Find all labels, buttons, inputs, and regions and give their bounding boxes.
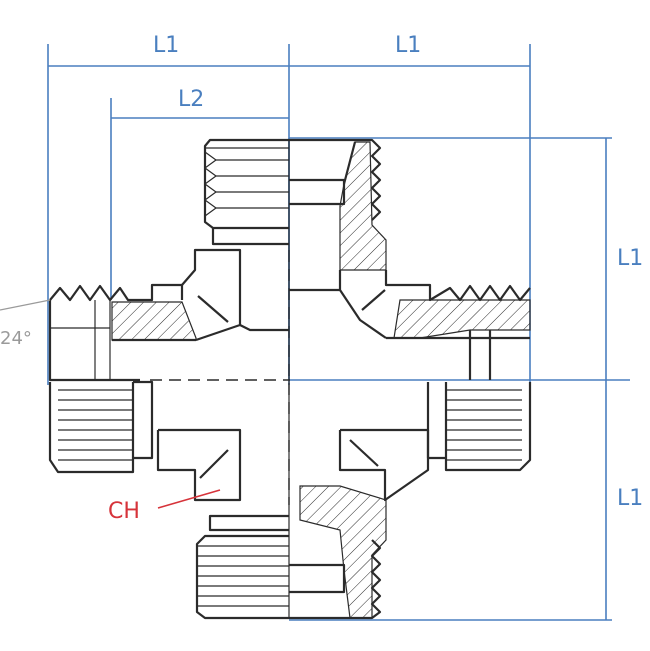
top-arm-left-half — [203, 138, 289, 246]
dim-label-l1-right-lower: L1 — [617, 486, 643, 511]
right-arm-lower — [426, 382, 532, 472]
ch-leader — [157, 489, 221, 509]
angle-label: 24° — [0, 328, 32, 349]
left-arm-upper — [48, 283, 197, 382]
left-arm-lower — [48, 380, 154, 474]
callout-label-ch: CH — [108, 499, 140, 524]
right-arm-upper-section — [289, 270, 531, 380]
body-lower-left — [156, 428, 242, 502]
body-upper-left — [181, 248, 289, 342]
angle-leader — [0, 299, 51, 311]
dim-label-l1-top-right: L1 — [395, 33, 421, 58]
dim-label-l2: L2 — [178, 87, 204, 112]
bottom-arm-left-half — [195, 514, 289, 620]
dim-label-l1-top-left: L1 — [153, 33, 179, 58]
top-arm-section — [289, 138, 387, 271]
bottom-arm-section — [289, 485, 387, 620]
dim-label-l1-right-upper: L1 — [617, 246, 643, 271]
